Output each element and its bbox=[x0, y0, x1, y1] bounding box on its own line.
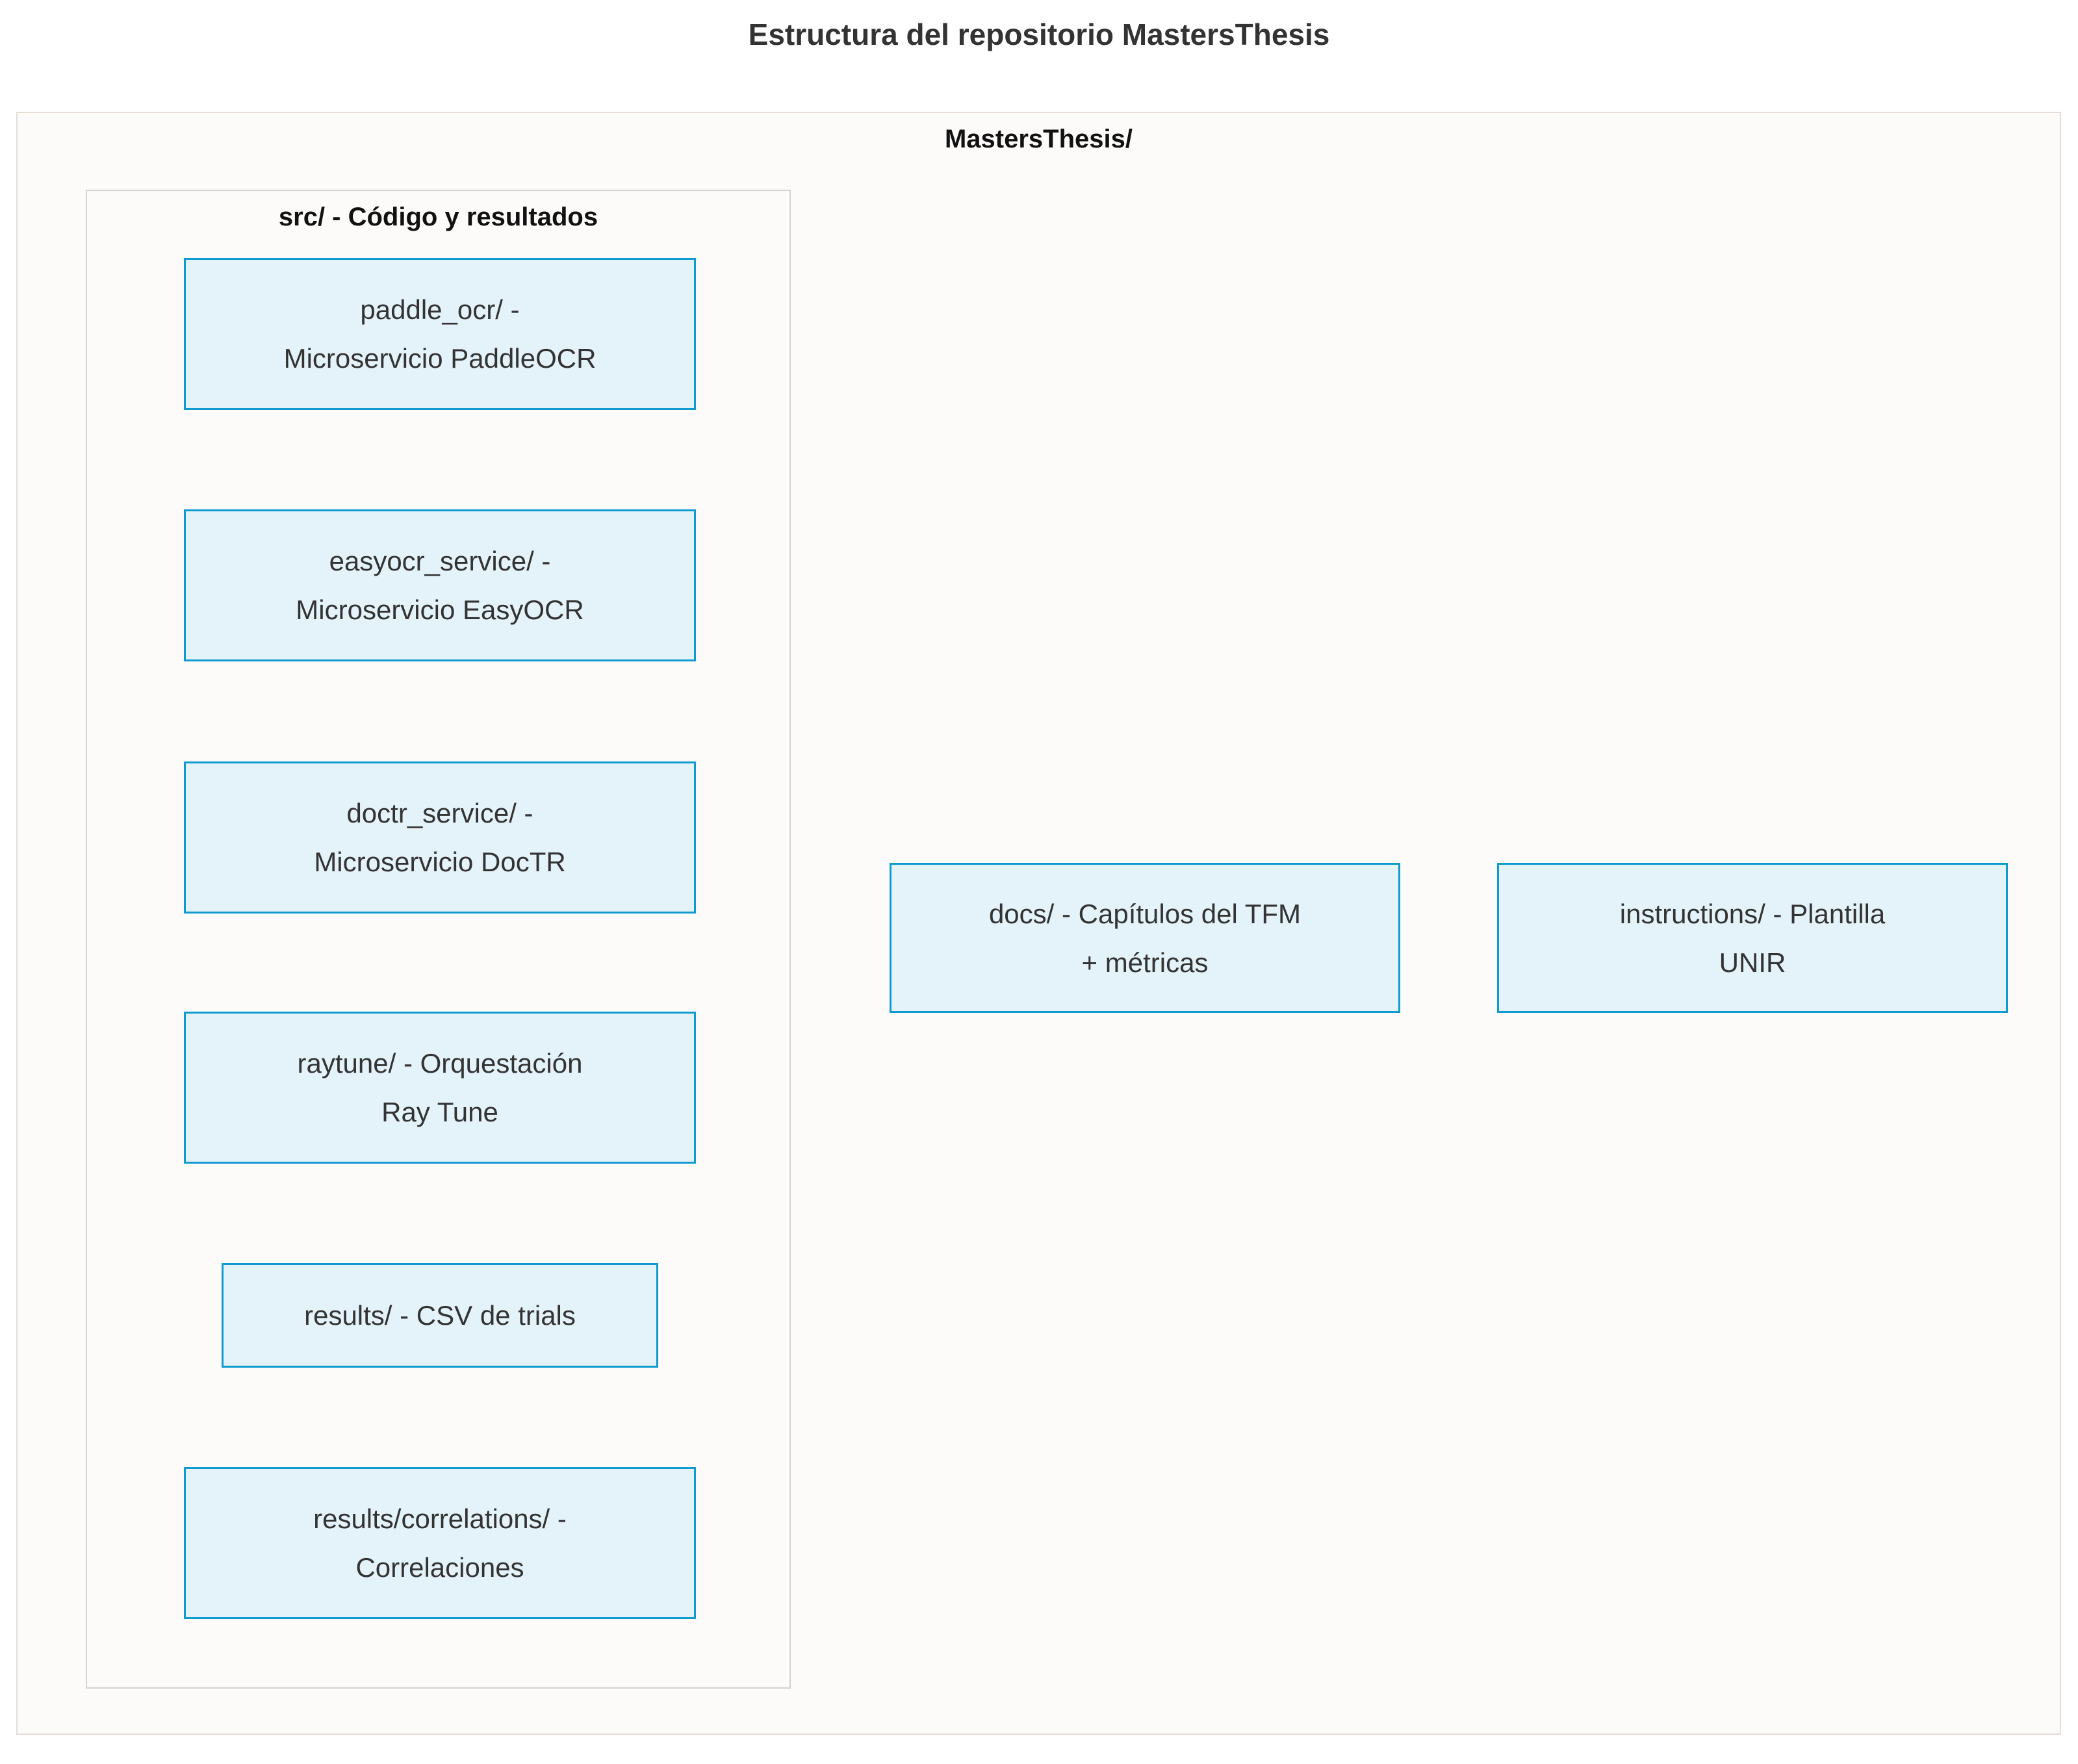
node-label-line: UNIR bbox=[1719, 947, 1786, 978]
node-label-line: easyocr_service/ - bbox=[329, 546, 551, 576]
node-docs: docs/ - Capítulos del TFM + métricas bbox=[890, 863, 1400, 1013]
node-raytune: raytune/ - Orquestación Ray Tune bbox=[184, 1012, 696, 1164]
node-paddle-ocr: paddle_ocr/ - Microservicio PaddleOCR bbox=[184, 258, 696, 410]
node-results-correlations: results/correlations/ - Correlaciones bbox=[184, 1467, 696, 1619]
cluster-src-label: src/ - Código y resultados bbox=[278, 203, 598, 231]
node-label-line: Ray Tune bbox=[381, 1097, 498, 1127]
cluster-mastersthesis-label: MastersThesis/ bbox=[944, 125, 1133, 153]
diagram-title: Estructura del repositorio MastersThesis bbox=[748, 18, 1330, 51]
node-label-line: Correlaciones bbox=[355, 1552, 524, 1583]
node-label-line: instructions/ - Plantilla bbox=[1619, 898, 1886, 929]
node-label-line: paddle_ocr/ - bbox=[360, 294, 520, 325]
node-label-line: + métricas bbox=[1081, 947, 1209, 978]
cluster-src: src/ - Código y resultados paddle_ocr/ -… bbox=[86, 190, 791, 1689]
node-label-line: raytune/ - Orquestación bbox=[297, 1048, 583, 1079]
node-label-line: Microservicio EasyOCR bbox=[296, 594, 584, 625]
node-doctr-service: doctr_service/ - Microservicio DocTR bbox=[184, 761, 696, 914]
node-label-line: results/ - CSV de trials bbox=[304, 1300, 576, 1331]
node-instructions: instructions/ - Plantilla UNIR bbox=[1497, 863, 2008, 1013]
node-label-line: doctr_service/ - bbox=[346, 798, 533, 828]
node-easyocr-service: easyocr_service/ - Microservicio EasyOCR bbox=[184, 509, 696, 661]
node-label-line: Microservicio DocTR bbox=[314, 847, 566, 877]
node-results: results/ - CSV de trials bbox=[222, 1263, 658, 1368]
node-label-line: results/correlations/ - bbox=[313, 1503, 567, 1534]
node-label-line: docs/ - Capítulos del TFM bbox=[988, 898, 1302, 929]
node-label-line: Microservicio PaddleOCR bbox=[283, 343, 596, 374]
cluster-mastersthesis: MastersThesis/ src/ - Código y resultado… bbox=[16, 112, 2061, 1735]
